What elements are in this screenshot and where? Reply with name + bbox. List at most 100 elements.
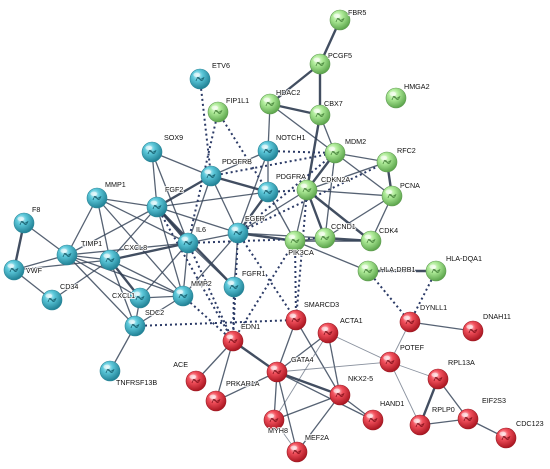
node-cdk4[interactable]: CDK4 bbox=[360, 225, 399, 252]
node-tnfrsf13b[interactable]: TNFRSF13B bbox=[99, 360, 158, 388]
node-hla-dqa1[interactable]: HLA-DQA1 bbox=[425, 253, 483, 282]
protein-structure-icon bbox=[335, 17, 345, 23]
node-myh8[interactable]: MYH8 bbox=[263, 409, 289, 436]
node-highlight bbox=[318, 231, 326, 236]
node-pdgfra[interactable]: PDGFRA bbox=[257, 171, 307, 203]
protein-structure-icon bbox=[463, 416, 473, 422]
node-cdc123[interactable]: CDC123 bbox=[495, 418, 544, 449]
node-notch1[interactable]: NOTCH1 bbox=[257, 132, 306, 162]
node-mef2a[interactable]: MEF2A bbox=[286, 432, 330, 463]
protein-structure-icon bbox=[135, 295, 145, 301]
node-acta1[interactable]: ACTA1 bbox=[317, 315, 363, 344]
node-eif2s3[interactable]: EIF2S3 bbox=[457, 395, 507, 430]
node-hmga2[interactable]: HMGA2 bbox=[385, 81, 430, 109]
node-sox9[interactable]: SOX9 bbox=[141, 132, 184, 163]
node-rplp0[interactable]: RPLP0 bbox=[409, 404, 456, 436]
node-label-fgfr1: FGFR1 bbox=[242, 269, 266, 278]
node-prkar1a[interactable]: PRKAR1A bbox=[205, 378, 261, 412]
node-label-dynll1: DYNLL1 bbox=[420, 303, 447, 312]
node-fbr5[interactable]: FBR5 bbox=[329, 7, 367, 31]
node-pik3ca[interactable]: PIK3CA bbox=[284, 230, 315, 258]
node-f8[interactable]: F8 bbox=[13, 204, 41, 234]
node-mdm2[interactable]: MDM2 bbox=[324, 136, 367, 164]
node-label-mmp1: MMP1 bbox=[105, 180, 126, 189]
node-cbx7[interactable]: CBX7 bbox=[309, 98, 344, 126]
node-mmp1[interactable]: MMP1 bbox=[86, 179, 127, 209]
node-potef[interactable]: POTEF bbox=[379, 342, 425, 373]
node-timp1[interactable]: TIMP1 bbox=[56, 238, 103, 266]
node-pdgfrb[interactable]: PDGFRB bbox=[200, 156, 253, 187]
protein-structure-icon bbox=[195, 76, 205, 82]
node-rpl13a[interactable]: RPL13A bbox=[427, 357, 476, 390]
node-highlight bbox=[380, 155, 388, 160]
node-fgfr1[interactable]: FGFR1 bbox=[223, 268, 266, 298]
node-highlight bbox=[17, 216, 25, 221]
node-hla-drb1[interactable]: HLA-DRB1 bbox=[357, 260, 416, 282]
node-dnah11[interactable]: DNAH11 bbox=[462, 311, 512, 342]
edge-pcna-ccnd1 bbox=[324, 195, 393, 239]
node-highlight bbox=[300, 183, 308, 188]
node-highlight bbox=[290, 445, 298, 450]
node-highlight bbox=[181, 236, 189, 241]
node-cxcl1[interactable]: CXCL1 bbox=[111, 287, 151, 309]
node-edn1[interactable]: EDN1 bbox=[222, 321, 261, 352]
node-hand1[interactable]: HAND1 bbox=[362, 398, 405, 431]
node-highlight bbox=[193, 72, 201, 78]
node-cd34[interactable]: CD34 bbox=[41, 281, 79, 311]
node-ccnd1[interactable]: CCND1 bbox=[314, 221, 357, 249]
node-cxcl8[interactable]: CXCL8 bbox=[99, 242, 148, 271]
node-label-sdc2: SDC2 bbox=[145, 308, 164, 317]
node-highlight bbox=[145, 145, 153, 150]
node-fgf2[interactable]: FGF2 bbox=[146, 184, 184, 218]
protein-structure-icon bbox=[387, 193, 397, 199]
node-nkx2-5[interactable]: NKX2-5 bbox=[329, 373, 374, 406]
node-smarcd3[interactable]: SMARCD3 bbox=[285, 299, 340, 331]
node-label-mef2a: MEF2A bbox=[305, 433, 329, 442]
node-il6[interactable]: IL6 bbox=[177, 224, 207, 254]
edge-rfc2-cdkn2a bbox=[306, 161, 388, 191]
protein-structure-icon bbox=[431, 268, 441, 274]
node-label-pcgf5: PCGF5 bbox=[328, 51, 352, 60]
edge-cdkn2a-cdk4 bbox=[306, 189, 372, 242]
node-sdc2[interactable]: SDC2 bbox=[124, 307, 165, 337]
node-ace[interactable]: ACE bbox=[172, 359, 207, 392]
edge-cxcl8-sdc2 bbox=[109, 259, 136, 327]
edge-fgf2-timp1 bbox=[66, 206, 158, 256]
node-highlight bbox=[361, 264, 369, 269]
node-highlight bbox=[499, 431, 507, 436]
node-label-vwf: VWF bbox=[26, 266, 43, 275]
edge-vwf-cxcl8 bbox=[13, 259, 111, 271]
node-pcgf5[interactable]: PCGF5 bbox=[309, 50, 353, 75]
node-pcna[interactable]: PCNA bbox=[381, 180, 421, 207]
node-highlight bbox=[261, 185, 269, 190]
node-label-fip1l1: FIP1L1 bbox=[226, 96, 249, 105]
node-highlight bbox=[328, 146, 336, 151]
node-fip1l1[interactable]: FIP1L1 bbox=[207, 95, 250, 123]
node-hdac2[interactable]: HDAC2 bbox=[259, 87, 301, 115]
edge-mdm2-ccnd1 bbox=[324, 152, 336, 239]
node-egfr[interactable]: EGFR bbox=[227, 213, 266, 244]
node-dynll1[interactable]: DYNLL1 bbox=[399, 302, 448, 333]
edge-potef-rplp0 bbox=[389, 361, 421, 426]
node-gata4[interactable]: GATA4 bbox=[266, 354, 314, 383]
protein-structure-icon bbox=[19, 220, 29, 226]
protein-structure-icon bbox=[335, 392, 345, 398]
edge-mmp1-il6 bbox=[96, 197, 189, 244]
node-label-hla-drb1: HLA-DRB1 bbox=[380, 265, 416, 274]
edge-mmp1-timp1 bbox=[66, 197, 98, 256]
node-highlight bbox=[313, 108, 321, 114]
node-rfc2[interactable]: RFC2 bbox=[376, 145, 417, 173]
node-mmp2[interactable]: MMP2 bbox=[172, 278, 213, 307]
node-vwf[interactable]: VWF bbox=[3, 259, 43, 281]
protein-structure-icon bbox=[62, 252, 72, 258]
node-cdkn2a[interactable]: CDKN2A bbox=[296, 174, 351, 201]
edge-egfr-cdkn2a bbox=[237, 189, 308, 234]
node-label-cbx7: CBX7 bbox=[324, 99, 343, 108]
node-highlight bbox=[429, 264, 437, 269]
node-etv6[interactable]: ETV6 bbox=[189, 60, 231, 90]
node-label-rfc2: RFC2 bbox=[397, 146, 416, 155]
edge-fgf2-egfr bbox=[156, 206, 239, 234]
node-label-eif2s3: EIF2S3 bbox=[482, 396, 506, 405]
node-label-ace: ACE bbox=[173, 360, 188, 369]
protein-structure-icon bbox=[272, 369, 282, 375]
